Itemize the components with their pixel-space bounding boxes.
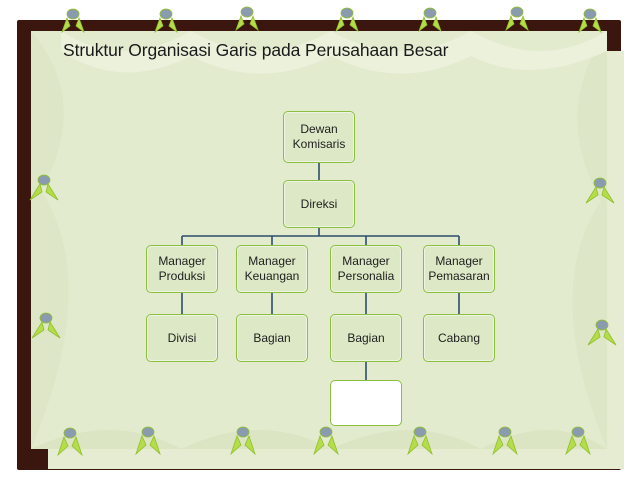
node-dewan-komisaris: Dewan Komisaris [283,111,355,163]
top-ribbon-icon [335,7,359,33]
node-empty [330,380,402,426]
node-label: Cabang [437,330,481,345]
top-ribbon-icon [505,6,529,32]
node-label: Dewan Komisaris [292,122,346,151]
top-ribbon-icon [578,8,602,34]
bottom-ribbon-icon [565,426,591,456]
bottom-ribbon-icon [135,426,161,456]
node-manager-keuangan: Manager Keuangan [236,245,308,293]
node-label: Bagian [253,330,291,345]
node-manager-pemasaran: Manager Pemasaran [423,245,495,293]
bottom-ribbon-icon [230,426,256,456]
bottom-ribbon-icon [313,426,339,456]
node-label: Direksi [300,196,338,211]
node-label: Divisi [167,330,197,345]
node-label: Manager Pemasaran [428,254,490,283]
bottom-ribbon-icon [407,426,433,456]
node-label: Manager Personalia [337,254,395,283]
node-label: Bagian [347,330,385,345]
node-manager-produksi: Manager Produksi [146,245,218,293]
top-ribbon-icon [235,6,259,32]
node-divisi: Divisi [146,314,218,362]
node-label: Manager Produksi [158,254,206,283]
right-ribbon-icon [587,319,617,346]
node-direksi: Direksi [283,180,355,228]
bottom-ribbon-icon [492,426,518,456]
node-bagian-keuangan: Bagian [236,314,308,362]
top-ribbon-icon [61,8,85,34]
top-ribbon-icon [154,8,178,34]
right-ribbon-icon [585,177,615,204]
node-label: Manager Keuangan [244,254,300,283]
left-ribbon-icon [29,174,59,201]
bottom-ribbon-icon [57,427,83,457]
node-manager-personalia: Manager Personalia [330,245,402,293]
node-cabang: Cabang [423,314,495,362]
left-ribbon-icon [31,312,61,339]
node-bagian-personalia: Bagian [330,314,402,362]
top-ribbon-icon [418,7,442,33]
page-title: Struktur Organisasi Garis pada Perusahaa… [63,40,449,60]
